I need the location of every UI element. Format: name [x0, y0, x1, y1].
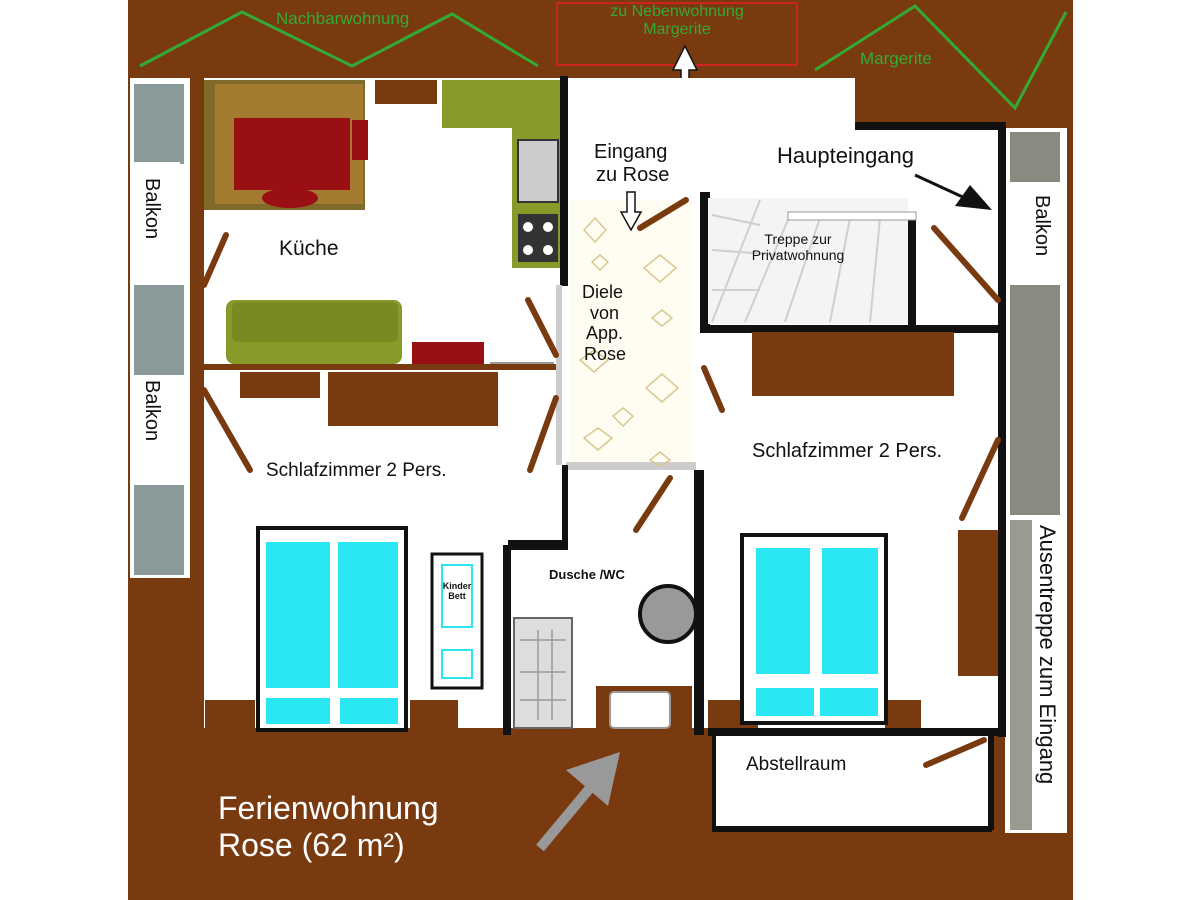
storage-room [716, 736, 988, 826]
margerite-label: Margerite [860, 49, 932, 68]
title-label: Ferienwohnung Rose (62 m²) [218, 790, 439, 864]
child-bed-label: Kinder Bett [436, 581, 478, 602]
shower [513, 617, 573, 729]
shower-label: Dusche /WC [549, 567, 625, 582]
down-arrow-icon [619, 191, 643, 232]
main-entrance-label: Haupteingang [777, 143, 915, 168]
entrance-rose-line2: zu Rose [596, 164, 670, 186]
entry-arrow-icon [566, 752, 620, 806]
side-apartment-line1: zu Nebenwohnung [610, 3, 744, 20]
neighbor-roofline [139, 10, 539, 68]
entrance-rose-label: Eingang zu Rose [594, 141, 669, 187]
bedroom-left-label: Schlafzimmer 2 Pers. [266, 460, 447, 481]
side-apartment-line2: Margerite [643, 21, 711, 39]
neighbor-label: Nachbarwohnung [276, 9, 410, 28]
hall-line4: Rose [584, 344, 627, 365]
storage-label: Abstellraum [746, 754, 847, 775]
outdoor-stairs-label: Ausentreppe zum Eingang [1035, 525, 1060, 785]
hall-label: Diele von App. Rose [582, 282, 626, 365]
toilet-icon [638, 584, 698, 644]
stairs-line2: Privatwohnung [751, 247, 845, 264]
margerite-roofline [814, 4, 1068, 111]
title-line2: Rose (62 m²) [218, 826, 405, 863]
entrance-arrow-icon [955, 185, 992, 210]
kitchen-label: Küche [279, 237, 339, 260]
title-line1: Ferienwohnung [218, 790, 439, 826]
wardrobe-right [752, 332, 954, 396]
kitchen-counter [442, 80, 562, 128]
stairs-label: Treppe zur Privatwohnung [728, 231, 868, 263]
balcony-label-right: Balkon [1031, 195, 1053, 257]
stairs-line1: Treppe zur [764, 231, 832, 247]
hall-line2: von [590, 302, 620, 323]
side-apartment-label: zu Nebenwohnung Margerite [560, 3, 794, 40]
child-bed-line1: Kinder [442, 581, 472, 591]
hall-line3: App. [586, 323, 624, 344]
hall-line1: Diele [582, 282, 624, 302]
child-bed-line2: Bett [448, 591, 466, 602]
entrance-rose-line1: Eingang [594, 141, 668, 163]
balcony-label-top: Balkon [141, 178, 163, 240]
balcony-label-bottom: Balkon [141, 380, 163, 442]
kitchen-table [234, 118, 350, 190]
bedroom-right-label: Schlafzimmer 2 Pers. [752, 440, 943, 462]
